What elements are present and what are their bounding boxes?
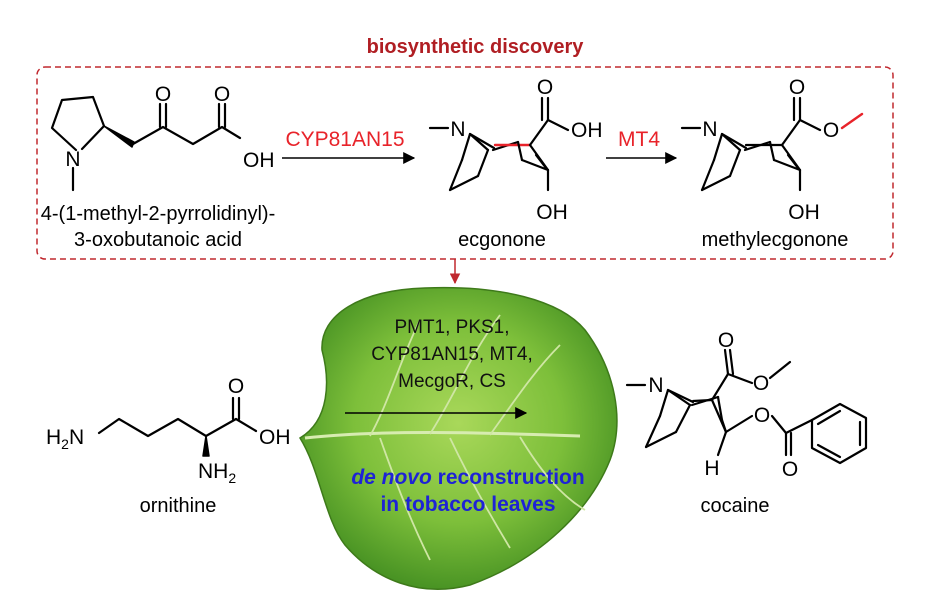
atom-o: O — [753, 372, 769, 395]
atom-n: N — [69, 426, 84, 449]
atom-n: N — [648, 374, 663, 397]
atom-o: O — [754, 404, 770, 427]
atom-n: N — [65, 148, 80, 171]
atom-o: O — [214, 83, 230, 106]
enzyme-label: CYP81AN15 — [285, 128, 404, 151]
atom-oh: OH — [571, 119, 603, 142]
atom-nh2: NH2 — [198, 460, 236, 486]
italic-de-novo: de novo — [351, 466, 432, 489]
atom-o: O — [537, 76, 553, 99]
atom-nh: NH — [198, 460, 228, 483]
discovery-box — [36, 66, 894, 260]
ornithine-label: ornithine — [140, 495, 217, 517]
cocaine-structure — [625, 348, 868, 465]
atom-oh: OH — [536, 201, 568, 224]
precursor-name-line1: 4-(1-methyl-2-pyrrolidinyl)- — [41, 203, 275, 225]
reconstruction-label-line1: de novo reconstruction — [351, 466, 584, 489]
atom-oh: OH — [259, 426, 291, 449]
atom-o: O — [228, 375, 244, 398]
atom-oh: OH — [243, 149, 275, 172]
atom-o: O — [155, 83, 171, 106]
leaf-enzyme-line: MecgoR, CS — [398, 371, 506, 392]
atom-o: O — [789, 76, 805, 99]
enzyme-label: MT4 — [618, 128, 660, 151]
methylecgonone-structure — [680, 96, 864, 192]
atom-n: N — [702, 118, 717, 141]
precursor-name-line2: 3-oxobutanoic acid — [74, 229, 242, 251]
cocaine-label: cocaine — [701, 495, 770, 517]
tobacco-leaf-illustration — [298, 286, 618, 590]
ecgonone-structure — [428, 96, 570, 192]
subscript-2: 2 — [228, 470, 236, 486]
methylecgonone-label: methylecgonone — [702, 229, 849, 251]
ornithine-structure — [97, 396, 258, 457]
section-title: biosynthetic discovery — [367, 36, 585, 58]
atom-o: O — [823, 119, 839, 142]
atom-oh: OH — [788, 201, 820, 224]
atom-h: H — [704, 457, 719, 480]
ecgonone-label: ecgonone — [458, 229, 546, 251]
precursor-structure — [50, 95, 242, 192]
atom-h: H — [46, 426, 61, 449]
atom-n: N — [450, 118, 465, 141]
subscript-2: 2 — [61, 436, 69, 452]
leaf-enzyme-line: PMT1, PKS1, — [394, 317, 509, 338]
atom-h2n: H2N — [46, 426, 84, 452]
reconstruction-word: reconstruction — [432, 466, 585, 489]
reconstruction-label-line2: in tobacco leaves — [380, 493, 555, 516]
atom-o: O — [718, 329, 734, 352]
leaf-enzyme-line: CYP81AN15, MT4, — [371, 344, 533, 365]
atom-o: O — [782, 458, 798, 481]
